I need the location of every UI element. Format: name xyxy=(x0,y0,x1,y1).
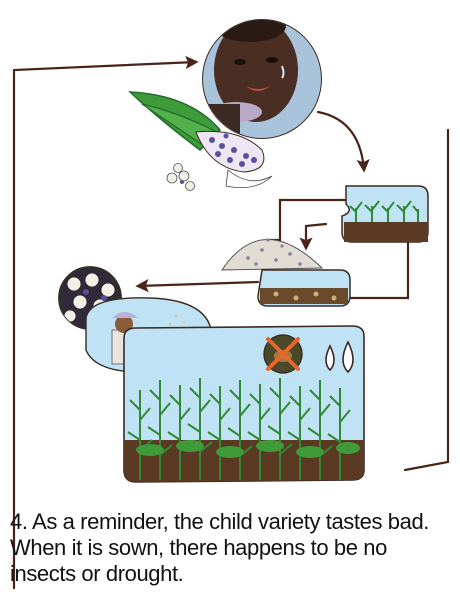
seed-soil-panel xyxy=(258,270,350,306)
face-to-seedling-arrow xyxy=(318,112,364,170)
to-seed-arrow xyxy=(138,282,258,286)
child-face-icon xyxy=(200,10,330,140)
caption-box: 4. As a reminder, the child variety tast… xyxy=(10,509,456,594)
outer-loop-arrow xyxy=(405,130,448,470)
no-insects-icon xyxy=(264,335,302,373)
bracket-line xyxy=(270,200,348,240)
pile-feed-arrow xyxy=(306,224,326,248)
caption-text: 4. As a reminder, the child variety tast… xyxy=(10,509,456,587)
seedling-row-icon xyxy=(342,186,428,242)
